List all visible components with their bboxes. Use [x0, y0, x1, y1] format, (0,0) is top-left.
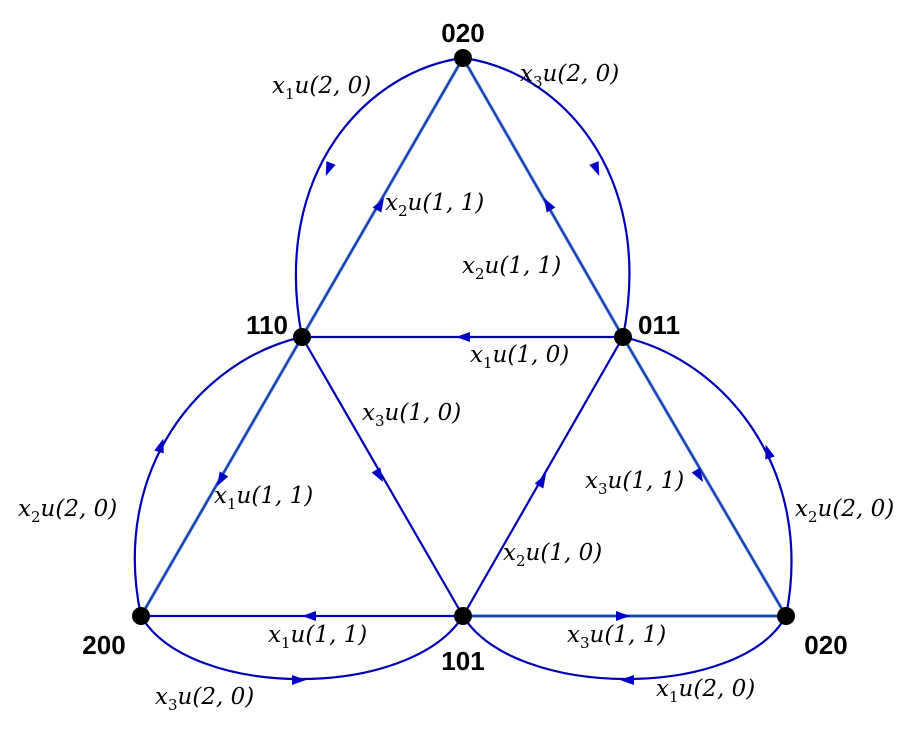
arrow-right-br-arc: [765, 444, 775, 460]
arc-top-right: [462, 56, 631, 338]
arrow-top-right-arc: [589, 161, 600, 176]
node-bottom-middle: [454, 607, 472, 625]
node-bottom-right: [777, 607, 795, 625]
arrow-br-bm-arc: [620, 675, 634, 685]
arc-right-br: [622, 335, 793, 617]
edge-label: x3u(2, 0): [155, 684, 254, 714]
node-label-left: 110: [246, 310, 288, 340]
edge-label: x1u(2, 0): [656, 676, 755, 706]
arrow-top-left-arc: [325, 161, 336, 176]
node-right: [614, 328, 632, 346]
arrow-right-br-line: [691, 467, 703, 483]
edge-label: x1u(1, 1): [268, 622, 367, 652]
edge-label: x1u(1, 1): [214, 483, 313, 513]
edge-right-br: [622, 336, 787, 617]
arrow-left-bl-arc: [154, 438, 164, 454]
arrow-bl-bm-arc: [292, 675, 306, 685]
arrow-bm-right-line: [534, 473, 546, 489]
arrow-bm-bl-line: [302, 611, 316, 621]
node-left: [293, 328, 311, 346]
edge-label: x2u(2, 0): [795, 496, 894, 526]
arc-left-bl: [133, 335, 303, 617]
edge-label: x3u(2, 0): [520, 61, 619, 91]
node-label-top: 020: [441, 18, 484, 48]
node-bottom-left: [132, 607, 150, 625]
arrow-right-left-line: [456, 332, 470, 342]
edge-label: x2u(1, 0): [503, 540, 602, 570]
arrow-right-top-line: [544, 197, 556, 213]
arrowheads: [154, 161, 775, 685]
nodes: [132, 49, 795, 625]
node-top: [454, 49, 472, 67]
arc-top-left: [294, 56, 464, 338]
arrow-left-bm-line: [371, 467, 383, 483]
node-label-bottom-left: 200: [82, 630, 125, 660]
arrow-left-bl-line: [217, 471, 229, 487]
edge-label: x3u(1, 1): [585, 468, 684, 498]
arrow-bm-br-line: [616, 611, 630, 621]
edge-label: x3u(1, 0): [362, 400, 461, 430]
arrow-left-top-line: [372, 197, 384, 213]
edge-label: x2u(2, 0): [18, 496, 117, 526]
node-labels: 020 110 011 200 101 020: [82, 18, 847, 676]
curved-edges: [133, 56, 793, 680]
node-label-bottom-middle: 101: [441, 646, 484, 676]
edge-label: x2u(1, 1): [385, 190, 484, 220]
edge-left-bm: [301, 336, 464, 617]
node-label-right: 011: [638, 310, 680, 340]
edge-right-top: [462, 57, 624, 338]
edge-left-top: [301, 57, 464, 338]
edge-label: x1u(2, 0): [272, 73, 371, 103]
edge-label: x1u(1, 0): [470, 342, 569, 372]
node-label-bottom-right: 020: [804, 630, 847, 660]
edge-labels: x1u(2, 0) x3u(2, 0) x2u(1, 1) x2u(1, 1) …: [18, 61, 894, 714]
edge-label: x3u(1, 1): [567, 622, 666, 652]
edge-label: x2u(1, 1): [462, 253, 561, 283]
